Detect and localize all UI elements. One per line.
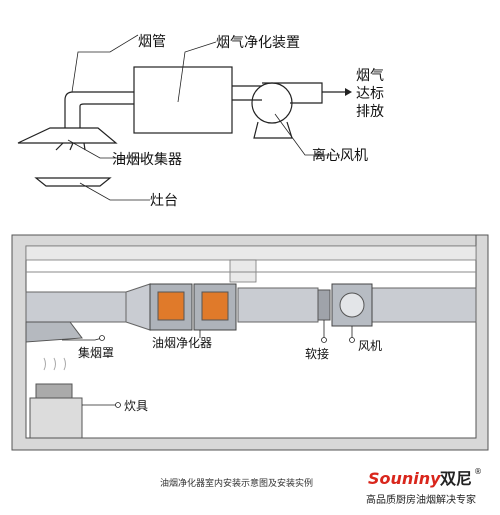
- caption: 油烟净化器室内安装示意图及安装实例: [160, 477, 313, 489]
- label-fan-b: 风机: [358, 339, 382, 353]
- room-section: [11, 234, 489, 451]
- cooker-counter: [29, 397, 83, 439]
- label-purifier-b: 油烟净化器: [152, 336, 212, 350]
- brand-registered: ®: [474, 467, 482, 476]
- flue-duct: [64, 91, 134, 128]
- soft-connector: [317, 289, 331, 321]
- leader-hood: [67, 139, 145, 159]
- label-purifier: 烟气净化装置: [216, 35, 300, 51]
- stove: [34, 177, 112, 187]
- label-stove: 灶台: [150, 193, 178, 209]
- label-connector-b: 软接: [305, 346, 329, 361]
- duct-right: [369, 287, 477, 323]
- cooker-pot: [35, 383, 73, 399]
- label-hood: 油烟收集器: [112, 151, 182, 168]
- ceiling-beam: [25, 245, 477, 261]
- label-exhaust-2: 达标: [356, 86, 384, 102]
- leader-flue: [71, 34, 139, 93]
- brand-logo: Souniny 双尼 ® 高品质厨房油烟解决专家: [366, 467, 482, 506]
- duct-left: [25, 291, 127, 323]
- pipe-to-fan: [232, 85, 262, 101]
- oil-hood: [17, 127, 118, 144]
- leader-purifier: [177, 41, 217, 103]
- brand-cn: 双尼: [440, 469, 472, 488]
- brand-slogan: 高品质厨房油烟解决专家: [366, 493, 476, 506]
- room-walls: [11, 234, 489, 451]
- fan-outlet: [262, 82, 323, 104]
- duct-taper: [125, 283, 151, 331]
- brand-latin: Souniny: [368, 469, 441, 488]
- label-fan: 离心风机: [312, 147, 368, 164]
- purifier-box: [133, 66, 233, 134]
- fan-base: [253, 121, 293, 139]
- label-exhaust-1: 烟气: [356, 68, 384, 84]
- arrow-head-icon: [345, 88, 352, 96]
- duct-middle: [237, 287, 319, 323]
- label-hood-b: 集烟罩: [78, 345, 114, 360]
- label-flue: 烟管: [138, 34, 166, 50]
- fan-housing: [251, 82, 293, 124]
- fume-hood: [25, 321, 83, 343]
- leader-stove: [79, 182, 150, 201]
- top-schematic: [17, 34, 340, 201]
- label-cooker-b: 炊具: [124, 399, 148, 413]
- leader-fan: [274, 113, 340, 156]
- label-exhaust-3: 排放: [356, 104, 384, 120]
